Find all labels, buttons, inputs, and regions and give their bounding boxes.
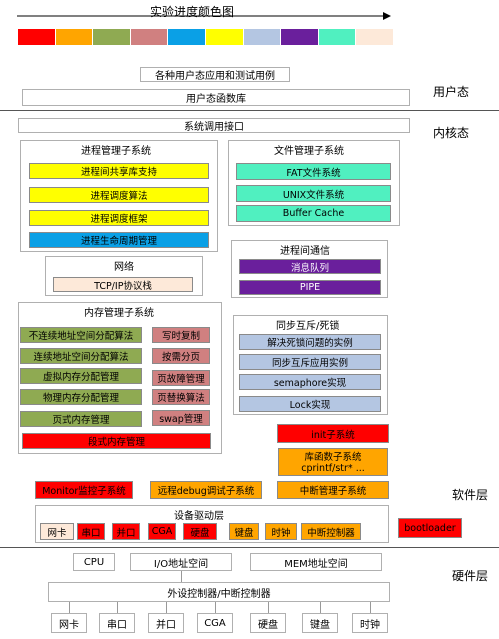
init-subsystem: init子系统 bbox=[277, 424, 389, 443]
file-module: UNIX文件系统 bbox=[236, 185, 391, 202]
hw-mem-label: MEM地址空间 bbox=[284, 558, 348, 570]
remote-debug-subsystem: 远程debug调试子系统 bbox=[150, 481, 262, 499]
connector-device bbox=[166, 602, 167, 613]
sync-title: 同步互斥/死锁 bbox=[276, 321, 340, 332]
ipc-title: 进程间通信 bbox=[280, 246, 330, 257]
sync-module: semaphore实现 bbox=[239, 374, 381, 390]
sync-module: 同步互斥应用实例 bbox=[239, 354, 381, 370]
bootloader: bootloader bbox=[398, 518, 462, 538]
divider-software-hardware bbox=[0, 547, 499, 548]
progress-color-strip bbox=[18, 29, 394, 45]
syscall-box: 系统调用接口 bbox=[18, 118, 410, 133]
memory-module: 虚拟内存分配管理 bbox=[20, 368, 142, 384]
connector-device bbox=[320, 602, 321, 613]
sync-module: 解决死锁问题的实例 bbox=[239, 334, 381, 350]
process-module: 进程生命周期管理 bbox=[29, 232, 209, 248]
process-mgmt-title: 进程管理子系统 bbox=[81, 146, 151, 157]
hw-device: 时钟 bbox=[352, 613, 388, 633]
interrupt-subsystem: 中断管理子系统 bbox=[277, 481, 389, 499]
ipc-module: PIPE bbox=[239, 280, 381, 295]
driver-module: 串口 bbox=[77, 523, 105, 540]
connector-device bbox=[117, 602, 118, 613]
hw-io-label: I/O地址空间 bbox=[153, 558, 209, 570]
ipc-module: 消息队列 bbox=[239, 259, 381, 274]
layer-user-label: 用户态 bbox=[433, 85, 470, 99]
driver-module: 键盘 bbox=[229, 523, 259, 540]
sync-module: Lock实现 bbox=[239, 396, 381, 412]
hw-controller: 外设控制器/中断控制器 bbox=[48, 582, 390, 602]
driver-module: 网卡 bbox=[40, 523, 74, 540]
user-libs-label: 用户态函数库 bbox=[186, 94, 246, 105]
hw-device: 硬盘 bbox=[250, 613, 286, 633]
user-apps-box: 各种用户态应用和测试用例 bbox=[140, 67, 290, 82]
file-module: FAT文件系统 bbox=[236, 163, 391, 180]
network-title: 网络 bbox=[114, 262, 134, 273]
user-libs-box: 用户态函数库 bbox=[22, 89, 410, 106]
progress-swatch bbox=[243, 29, 282, 45]
layer-software-label: 软件层 bbox=[452, 488, 489, 502]
hw-device: 串口 bbox=[99, 613, 135, 633]
lib-subsystem-detail: cprintf/str* ... bbox=[278, 462, 388, 476]
progress-swatch bbox=[168, 29, 206, 45]
driver-module: 并口 bbox=[112, 523, 140, 540]
connector-device bbox=[370, 602, 371, 613]
progress-swatch bbox=[130, 29, 169, 45]
user-apps-label: 各种用户态应用和测试用例 bbox=[155, 71, 275, 82]
memory-mgmt-title: 内存管理子系统 bbox=[84, 308, 154, 319]
connector-io bbox=[181, 571, 182, 582]
driver-module: 中断控制器 bbox=[301, 523, 361, 540]
layer-kernel-label: 内核态 bbox=[433, 126, 470, 140]
hw-device: 键盘 bbox=[302, 613, 338, 633]
hw-io-space: I/O地址空间 bbox=[130, 553, 232, 571]
driver-module: 硬盘 bbox=[183, 523, 217, 540]
process-module: 进程间共享库支持 bbox=[29, 163, 209, 179]
memory-module: 按需分页 bbox=[152, 348, 210, 364]
memory-module: 连续地址空间分配算法 bbox=[20, 348, 142, 364]
monitor-subsystem: Monitor监控子系统 bbox=[35, 481, 133, 499]
hw-mem-space: MEM地址空间 bbox=[250, 553, 382, 571]
file-mgmt-title: 文件管理子系统 bbox=[274, 146, 344, 157]
memory-module: 物理内存分配管理 bbox=[20, 389, 142, 405]
memory-segment-module: 段式内存管理 bbox=[22, 433, 211, 449]
hw-cpu: CPU bbox=[73, 553, 115, 571]
connector-device bbox=[268, 602, 269, 613]
memory-module: 不连续地址空间分配算法 bbox=[20, 327, 142, 343]
divider-user-kernel bbox=[0, 110, 499, 111]
device-drivers-title: 设备驱动层 bbox=[174, 511, 224, 522]
process-module: 进程调度算法 bbox=[29, 187, 209, 203]
progress-swatch bbox=[318, 29, 357, 45]
memory-module: 页式内存管理 bbox=[20, 411, 142, 427]
file-module: Buffer Cache bbox=[236, 205, 391, 222]
driver-module: CGA bbox=[148, 523, 176, 540]
syscall-label: 系统调用接口 bbox=[184, 122, 244, 133]
progress-arrow bbox=[17, 12, 391, 20]
layer-hardware-label: 硬件层 bbox=[452, 569, 489, 583]
progress-swatch bbox=[206, 29, 244, 45]
memory-module: 页替换算法 bbox=[152, 389, 210, 405]
progress-swatch bbox=[18, 29, 56, 45]
progress-swatch bbox=[281, 29, 319, 45]
hw-cpu-label: CPU bbox=[83, 556, 105, 568]
progress-swatch bbox=[356, 29, 394, 45]
hw-device: 网卡 bbox=[51, 613, 87, 633]
hw-device: CGA bbox=[197, 613, 233, 633]
lib-subsystem-title: 库函数子系统 bbox=[278, 448, 388, 463]
connector-device bbox=[69, 602, 70, 613]
connector-device bbox=[215, 602, 216, 613]
process-module: 进程调度框架 bbox=[29, 210, 209, 226]
progress-swatch bbox=[55, 29, 94, 45]
memory-module: swap管理 bbox=[152, 410, 210, 426]
network-module: TCP/IP协议栈 bbox=[53, 277, 193, 292]
hw-device: 并口 bbox=[148, 613, 184, 633]
driver-module: 时钟 bbox=[265, 523, 297, 540]
memory-module: 页故障管理 bbox=[152, 370, 210, 386]
hw-controller-label: 外设控制器/中断控制器 bbox=[167, 588, 271, 600]
progress-swatch bbox=[93, 29, 131, 45]
memory-module: 写时复制 bbox=[152, 327, 210, 343]
